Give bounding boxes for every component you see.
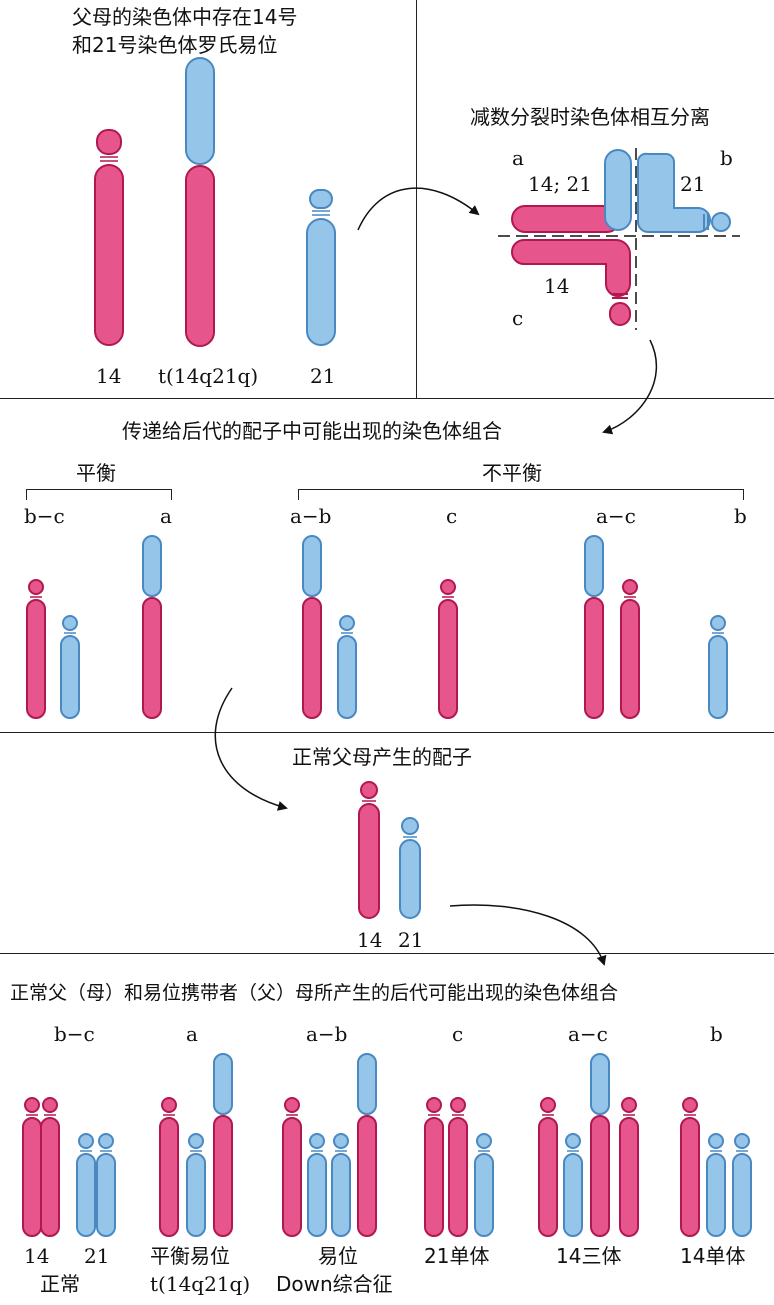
divider-3 (0, 953, 774, 954)
offspring-balanced (159, 1053, 233, 1237)
offspring-mono14 (680, 1097, 752, 1237)
panel-divider-vertical (416, 0, 417, 398)
gamete-b (708, 615, 728, 719)
offspring-top-c: c (452, 1022, 464, 1046)
balanced-label: 平衡 (76, 461, 116, 485)
gamete-a-c (584, 535, 640, 719)
unbalanced-bracket (298, 489, 744, 500)
panel2-title: 减数分裂时染色体相互分离 (470, 105, 710, 129)
offspring-top-b: b (710, 1022, 723, 1046)
offspring-label-trans: 易位 (318, 1244, 358, 1268)
label-21-meiosis: 21 (680, 172, 706, 196)
arrow-to-normal (214, 687, 288, 811)
offspring-label-balanced: 平衡易位 (150, 1244, 230, 1268)
normal-label-21: 21 (398, 928, 424, 952)
offspring-top-b-c: b−c (54, 1022, 95, 1046)
chromosome-21 (306, 189, 336, 346)
label-14-meiosis: 14 (544, 274, 570, 298)
normal-gametes-title: 正常父母产生的配子 (292, 745, 472, 769)
arrow-to-gametes (602, 339, 658, 435)
normal-gamete-14 (358, 781, 380, 919)
gamete-label-a-c: a−c (596, 504, 636, 528)
chromosome-14 (94, 129, 124, 346)
offspring-label-21: 21 (84, 1244, 110, 1268)
offspring-top-a: a (186, 1022, 198, 1046)
label-a-meiosis: a (512, 146, 524, 170)
offspring-mono21 (424, 1097, 494, 1237)
offspring-label-mono14: 14单体 (680, 1244, 746, 1268)
gamete-label-b: b (734, 504, 747, 528)
offspring-down (282, 1053, 377, 1237)
label-14-21-meiosis: 14; 21 (528, 172, 592, 196)
panel1-title-line2: 和21号染色体罗氏易位 (72, 33, 278, 57)
chromosome-t14q21q (185, 57, 215, 347)
gamete-label-a-b: a−b (290, 504, 332, 528)
gamete-c (438, 579, 458, 719)
gamete-label-a: a (160, 504, 172, 528)
normal-gamete-21 (399, 817, 421, 919)
offspring-normal (22, 1097, 116, 1237)
label-14: 14 (96, 364, 122, 388)
balanced-bracket (26, 489, 172, 500)
offspring-label-14: 14 (24, 1244, 50, 1268)
meiosis-pairing (498, 148, 740, 330)
gamete-label-c: c (446, 504, 458, 528)
arrow-to-offspring (449, 904, 607, 966)
offspring-title: 正常父（母）和易位携带者（父）母所产生的后代可能出现的染色体组合 (10, 982, 619, 1004)
offspring-top-a-b: a−b (306, 1022, 348, 1046)
unbalanced-label: 不平衡 (482, 461, 542, 485)
gamete-b-c (26, 579, 80, 719)
offspring-label-balanced-sub: t(14q21q) (150, 1272, 251, 1296)
normal-label-14: 14 (357, 928, 383, 952)
offspring-label-tri14: 14三体 (556, 1244, 622, 1268)
gamete-label-b-c: b−c (24, 504, 65, 528)
offspring-label-mono21: 21单体 (424, 1244, 490, 1268)
divider-2 (0, 732, 774, 733)
arrow-to-meiosis (357, 187, 480, 231)
gamete-a-b (302, 535, 357, 719)
gametes-title: 传递给后代的配子中可能出现的染色体组合 (122, 419, 502, 443)
label-b-meiosis: b (720, 146, 733, 170)
offspring-label-normal: 正常 (40, 1272, 80, 1296)
divider-1 (0, 398, 774, 399)
label-t14q21q: t(14q21q) (158, 364, 259, 388)
offspring-tri14 (538, 1053, 639, 1237)
offspring-label-down: Down综合征 (276, 1272, 393, 1296)
panel1-title-line1: 父母的染色体中存在14号 (72, 5, 298, 29)
label-c-meiosis: c (512, 306, 524, 330)
label-21: 21 (310, 364, 336, 388)
offspring-top-a-c: a−c (568, 1022, 608, 1046)
gamete-a (142, 535, 162, 719)
